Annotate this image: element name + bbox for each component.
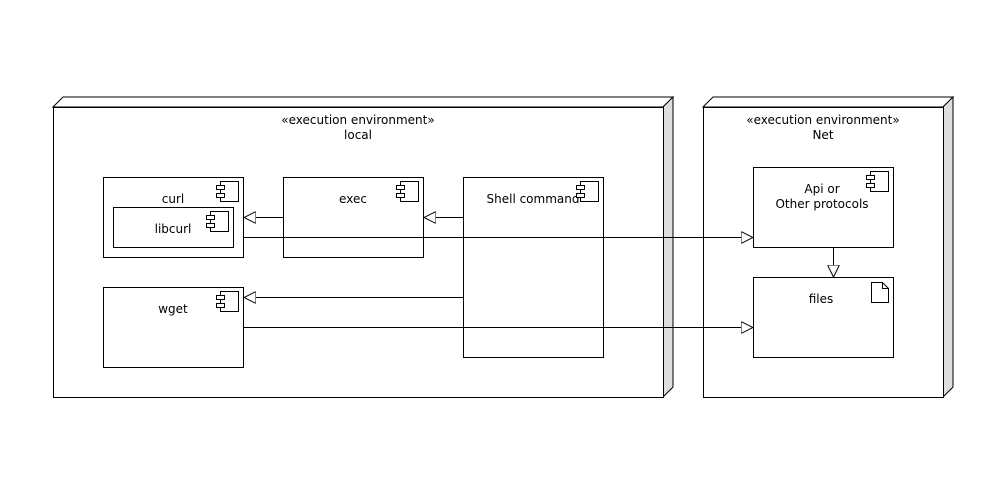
node-net-name: Net (812, 128, 833, 142)
component-icon (216, 291, 239, 312)
document-icon (871, 282, 889, 303)
node-net-stereotype: «execution environment» (746, 113, 899, 127)
connectors (244, 218, 834, 328)
component-api-label-line1: Api or (804, 182, 839, 196)
component-icon (206, 211, 229, 232)
component-shell-command[interactable]: Shell command (463, 177, 604, 358)
component-api-label-line2: Other protocols (775, 197, 868, 211)
component-icon (866, 171, 889, 192)
component-libcurl[interactable]: libcurl (113, 207, 234, 248)
component-libcurl-label: libcurl (155, 222, 192, 236)
component-shell-command-label: Shell command (487, 192, 580, 206)
component-wget[interactable]: wget (103, 287, 244, 368)
component-wget-label: wget (158, 302, 188, 316)
component-exec-label: exec (339, 192, 367, 206)
node-local-name: local (344, 128, 372, 142)
artifact-files-label: files (809, 292, 834, 306)
node-local-stereotype: «execution environment» (281, 113, 434, 127)
component-icon (396, 181, 419, 202)
component-api[interactable]: Api or Other protocols (753, 167, 894, 248)
component-curl-label: curl (162, 192, 184, 206)
component-icon (576, 181, 599, 202)
component-icon (216, 181, 239, 202)
artifact-files[interactable]: files (753, 277, 894, 358)
component-exec[interactable]: exec (283, 177, 424, 258)
